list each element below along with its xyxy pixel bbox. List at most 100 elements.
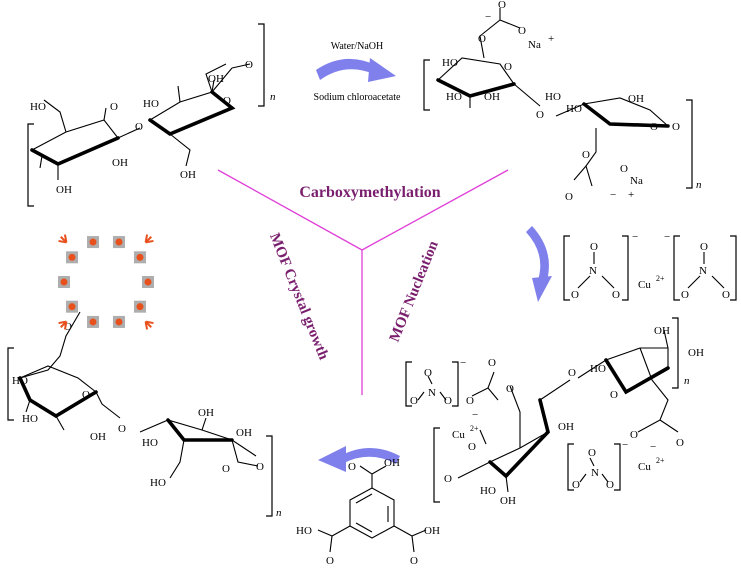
complex-ring1-substituents [479, 379, 571, 493]
cmc-atom-o-ring1: O [504, 61, 512, 73]
bracket-right [258, 23, 265, 107]
complex-atom-oh-2: OH [558, 421, 574, 433]
ring1-substituents [39, 99, 141, 180]
complex-carboxylate [471, 371, 499, 401]
cmc-structure [423, 8, 693, 189]
nitrate-group-right [563, 235, 737, 301]
cmc-atom-ho-5: HO [566, 103, 582, 115]
mof-metal-site [68, 253, 76, 261]
repeat-n-4: n [276, 507, 282, 519]
complex-minus-1: − [472, 409, 478, 421]
cu-ion-3: Cu [638, 461, 651, 473]
btc-oh-2: OH [424, 525, 440, 537]
cmc-atom-o-na2: O [620, 163, 628, 175]
complex-atom-o-ether: O [506, 383, 514, 395]
mof-cmc-o-link: O [118, 423, 126, 435]
complex-nitrate-minus: − [460, 357, 466, 369]
cmc-atom-o-link: O [536, 109, 544, 121]
ring1-upper [31, 119, 119, 151]
cmc-atom-o-ring2: O [650, 121, 658, 133]
complex-ring1-front [488, 398, 550, 479]
btc-ring [349, 487, 395, 539]
mof-cmc-ring2-substituents [169, 417, 259, 479]
nitrate2-bonds [687, 252, 725, 289]
cmc-atom-oh-6: OH [628, 93, 644, 105]
arrow-top [316, 58, 396, 82]
cmc-atom-o-top: O [498, 0, 506, 11]
center-divider [217, 169, 509, 395]
cu-ion-2-charge: 2+ [470, 424, 479, 433]
complex-atom-ho-2: HO [590, 363, 606, 375]
complex-nitrate2-n: N [591, 467, 599, 479]
nitrate2-n: N [699, 265, 707, 277]
mof-cmc-o-ring1: O [82, 389, 90, 401]
mof-cmc-ring1-substituents [25, 391, 121, 431]
nitrate2-bracket-l [673, 235, 680, 301]
cu-cmc-complex [405, 317, 679, 503]
nitrate1-bracket-l [563, 235, 570, 301]
complex-atom-o-2: O [466, 395, 474, 407]
arrow-bottom-head [318, 446, 346, 472]
ring1-front [30, 136, 120, 166]
reagent-sodium-chloroacetate: Sodium chloroacetate [314, 92, 401, 103]
mof-metal-site [68, 303, 76, 311]
mof-crystal-growth-label: MOF Crystal growth [266, 231, 332, 363]
ring2-front [148, 90, 236, 137]
divider-right-arm [361, 169, 509, 251]
btc-o-2: O [326, 555, 334, 567]
atom-oh-1: HO [30, 101, 46, 113]
complex-nitrate2-bracket-r [614, 443, 621, 491]
complex-bracket-right [672, 317, 679, 389]
mof-linker [19, 311, 81, 379]
mof-metal-site [115, 318, 123, 326]
complex-nitrate-n: N [428, 387, 436, 399]
complex-nitrate2-o-top: O [588, 447, 596, 459]
atom-o-link: O [135, 121, 143, 133]
complex-nitrate2-o-right: O [606, 479, 614, 491]
complex-atom-o-6: O [676, 437, 684, 449]
cmc-plus-2: + [628, 189, 634, 201]
atom-oh-5: OH [208, 73, 224, 85]
cellulose-structure [27, 23, 265, 207]
complex-nitrate-o-top: O [424, 367, 432, 379]
complex-ring2-front [604, 358, 670, 395]
cmc-ring2-upper [555, 97, 669, 127]
btc-o-3: O [410, 555, 418, 567]
cmc-minus-1: − [485, 11, 491, 23]
nitrate2-o-right: O [722, 289, 730, 301]
divider-left-arm [217, 169, 363, 251]
complex-atom-o-5: O [630, 429, 638, 441]
mof-cmc-ho-2: HO [22, 413, 38, 425]
cu-ion-3-charge: 2+ [656, 456, 665, 465]
mof-linker-spoke [144, 321, 149, 330]
cmc-ring1-substituents [469, 83, 541, 108]
mof-cmc-ho-4: HO [150, 477, 166, 489]
trimesic-acid [317, 465, 427, 553]
nitrate2-o-top: O [700, 241, 708, 253]
cmc-plus-1: + [548, 33, 554, 45]
arrow-top-body [316, 58, 378, 80]
atom-oh-3: OH [112, 157, 128, 169]
cmc-minus-2: − [610, 189, 616, 201]
nitrate2-o-left: O [681, 289, 689, 301]
arrow-right-head [532, 276, 552, 302]
complex-nitrate-bonds [417, 375, 447, 401]
nitrate2-bracket-r [730, 235, 737, 301]
mof-linker-spoke [63, 234, 68, 243]
arrow-bottom-body [340, 448, 400, 464]
cmc-na-2: Na [630, 175, 643, 187]
cu-ion-2: Cu [452, 429, 465, 441]
btc-o-1: O [348, 461, 356, 473]
complex-ring1-upper [457, 431, 549, 479]
cmc-bracket-right [686, 99, 693, 189]
arrow-top-head [368, 58, 396, 82]
cmc-atom-o-end: O [672, 121, 680, 133]
cmc-atom-o-bottom: O [565, 191, 573, 203]
atom-o-ring1: O [110, 101, 118, 113]
cmc-bracket-left [423, 59, 430, 111]
nitrate2-minus: − [664, 231, 670, 243]
mof-metal-site [115, 238, 123, 246]
atom-oh-2: OH [56, 184, 72, 196]
